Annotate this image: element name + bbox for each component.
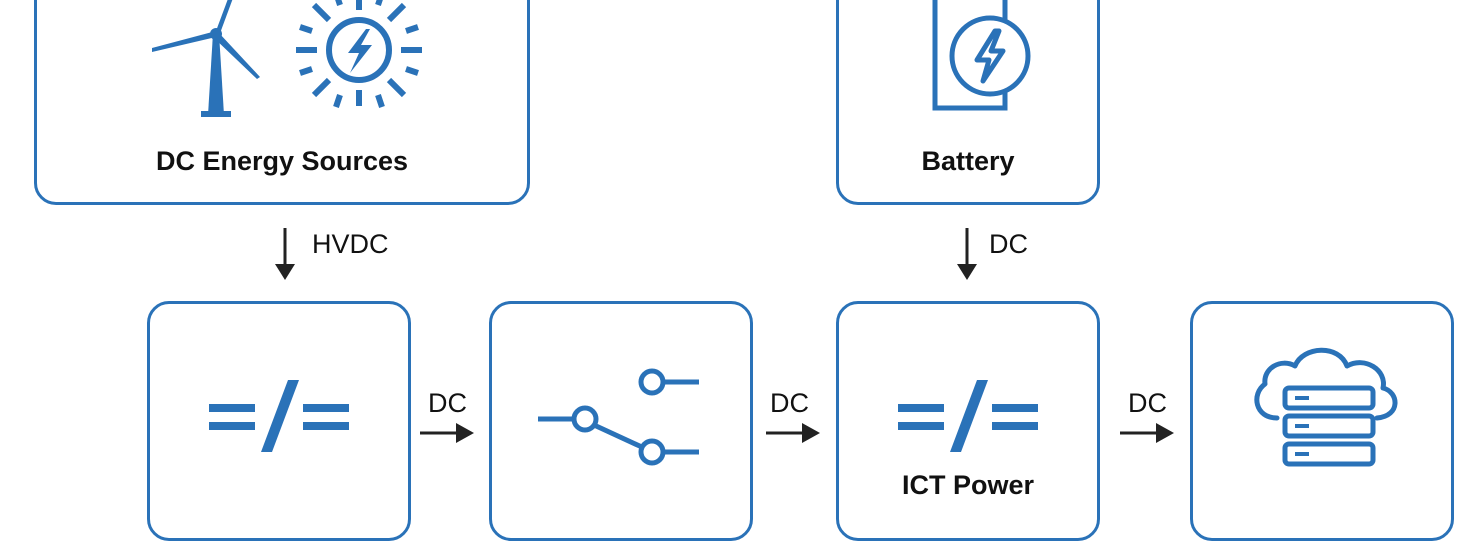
dc-dc-converter-icon <box>898 380 1038 452</box>
dc-dc-converter-icon <box>209 380 349 452</box>
ict-power-title: ICT Power <box>901 470 1035 500</box>
dc-energy-sources-box: DC Energy Sources <box>34 0 530 205</box>
wind-turbine-icon <box>152 0 260 117</box>
converter-switch-dc-label: DC <box>428 388 467 418</box>
hvdc-label: HVDC <box>312 229 389 259</box>
battery-box: Battery <box>836 0 1100 205</box>
cloud-servers-box <box>1190 301 1454 541</box>
switch-ict-dc-label: DC <box>770 388 809 418</box>
switch-box <box>489 301 753 541</box>
dc-energy-sources-title: DC Energy Sources <box>155 146 409 176</box>
ict-power-box: ICT Power <box>836 301 1100 541</box>
battery-dc-label: DC <box>989 229 1028 259</box>
switch-icon <box>538 368 699 466</box>
arrow-right-switch-ict <box>766 423 820 443</box>
sun-icon <box>296 0 422 108</box>
dc-dc-converter-box <box>147 301 411 541</box>
arrow-down-sources <box>275 228 295 280</box>
ict-servers-dc-label: DC <box>1128 388 1167 418</box>
arrow-right-ict-servers <box>1120 423 1174 443</box>
cloud-server-icon <box>1254 347 1398 467</box>
battery-title: Battery <box>921 146 1015 176</box>
lightning-icon <box>949 15 1031 97</box>
arrow-down-battery <box>957 228 977 280</box>
arrow-right-converter-switch <box>420 423 474 443</box>
